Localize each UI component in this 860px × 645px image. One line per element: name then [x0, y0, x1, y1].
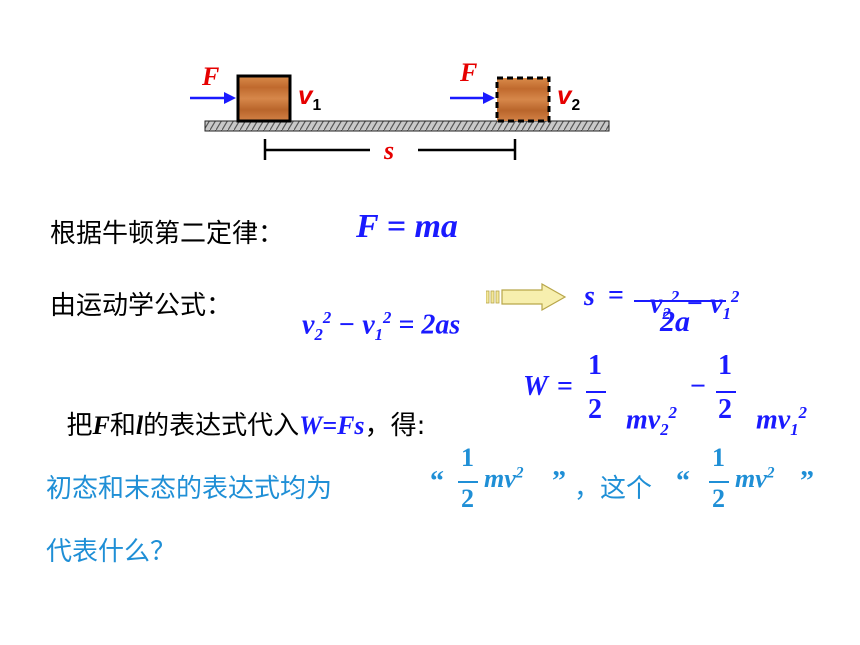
motion-diagram: [190, 74, 610, 160]
work-minus: −: [690, 371, 706, 402]
sub-text-c: 的表达式代入: [143, 411, 300, 441]
kin-v1: v: [362, 309, 375, 341]
velocity-label-2: v2: [557, 80, 580, 115]
question-frac-1-bar: [458, 481, 478, 483]
question-frac-1-den: 2: [461, 484, 474, 513]
mv2-sup: 2: [668, 403, 677, 422]
work-mv1: mv12: [742, 371, 807, 440]
num-v2: v: [650, 288, 663, 320]
work-half-2-bar: [716, 391, 736, 393]
mv1-sup: 2: [798, 403, 807, 422]
block-initial: [236, 74, 292, 123]
work-half-2-num: 1: [718, 350, 732, 381]
velocity-label-1: v1: [298, 80, 321, 115]
mv2-text: mv: [626, 404, 661, 436]
question-text-a: 初态和末态的表达式均为: [46, 474, 333, 504]
question-quote-close-1: ”: [552, 466, 566, 497]
work-half-1-den: 2: [588, 394, 602, 425]
num-v1-sub: 1: [722, 303, 732, 323]
mv1-text: mv: [756, 404, 791, 436]
question-frac-1-num: 1: [461, 443, 474, 472]
v1-symbol: v: [298, 80, 313, 110]
question-mv-1: mv2: [484, 464, 524, 494]
kin-v2-sup: 2: [322, 308, 332, 327]
force-label-right: F: [460, 58, 478, 87]
result-fraction-bar: [634, 300, 726, 302]
question-frac-2-den: 2: [712, 484, 725, 513]
sub-text-a: 把: [66, 411, 93, 441]
num-v2-sub: 2: [662, 303, 671, 323]
sub-F: F: [92, 411, 110, 440]
mv1-sub: 1: [790, 419, 799, 439]
question-quote-open-1: “: [430, 466, 444, 497]
q-mv-1-sup: 2: [515, 464, 524, 482]
force-arrow-right: [450, 92, 495, 104]
result-s: s: [584, 281, 595, 312]
question-quote-open-2: “: [676, 466, 690, 497]
question-quote-close-2: ”: [800, 466, 814, 497]
kin-minus: −: [331, 309, 363, 341]
implies-arrow-icon: [486, 283, 567, 311]
kin-v1-sup: 2: [383, 308, 392, 327]
kinematics-text: 由运动学公式：: [50, 291, 233, 321]
ground-surface: [204, 120, 610, 132]
q-mv-2-sup: 2: [766, 464, 775, 482]
q-mv-2-text: mv: [735, 464, 767, 493]
num-v1-sup: 2: [731, 287, 740, 306]
work-mv2: mv22: [612, 371, 677, 440]
work-W: W: [523, 371, 548, 402]
kin-v1-sub: 1: [374, 324, 384, 344]
substitution-text: 把F和l的表达式代入W=Fs，得:: [50, 375, 426, 442]
result-numerator: v22 − v12: [636, 255, 739, 324]
v2-subscript: 2: [571, 97, 581, 115]
kinematics-formula: v22 − v12 = 2as: [288, 276, 460, 345]
mv2-sub: 2: [660, 419, 669, 439]
num-minus: −: [679, 288, 711, 320]
v2-symbol: v: [557, 80, 572, 110]
question-mv-2: mv2: [735, 464, 775, 494]
v1-subscript: 1: [312, 97, 322, 115]
result-denominator: 2a: [660, 305, 690, 338]
newton-law-text: 根据牛顿第二定律：: [50, 219, 285, 249]
kin-v2-sub: 2: [314, 324, 323, 344]
block-final: [495, 76, 551, 123]
work-half-1-num: 1: [588, 350, 602, 381]
sub-text-d: ，得:: [364, 411, 426, 441]
sub-text-b: 和: [109, 411, 136, 441]
num-v2-sup: 2: [670, 287, 680, 306]
newton-law-formula: F = ma: [356, 208, 458, 245]
kin-v2: v: [302, 309, 315, 341]
force-label-left: F: [202, 62, 220, 91]
work-half-1-bar: [586, 391, 606, 393]
sub-W-eq: W=Fs: [299, 411, 365, 440]
work-half-2-den: 2: [718, 394, 732, 425]
kin-rhs: = 2as: [391, 309, 461, 341]
num-v1: v: [710, 288, 723, 320]
question-text-c: 代表什么？: [46, 537, 177, 567]
force-arrow-left: [190, 92, 236, 104]
result-equals: =: [608, 280, 624, 311]
question-text-b: ，这个: [574, 474, 653, 504]
question-frac-2-num: 1: [712, 443, 725, 472]
q-mv-1-text: mv: [484, 464, 516, 493]
distance-marker: [263, 139, 517, 160]
question-frac-2-bar: [709, 481, 729, 483]
distance-label: s: [384, 136, 395, 165]
sub-l: l: [135, 411, 144, 440]
work-equals: =: [557, 371, 573, 402]
